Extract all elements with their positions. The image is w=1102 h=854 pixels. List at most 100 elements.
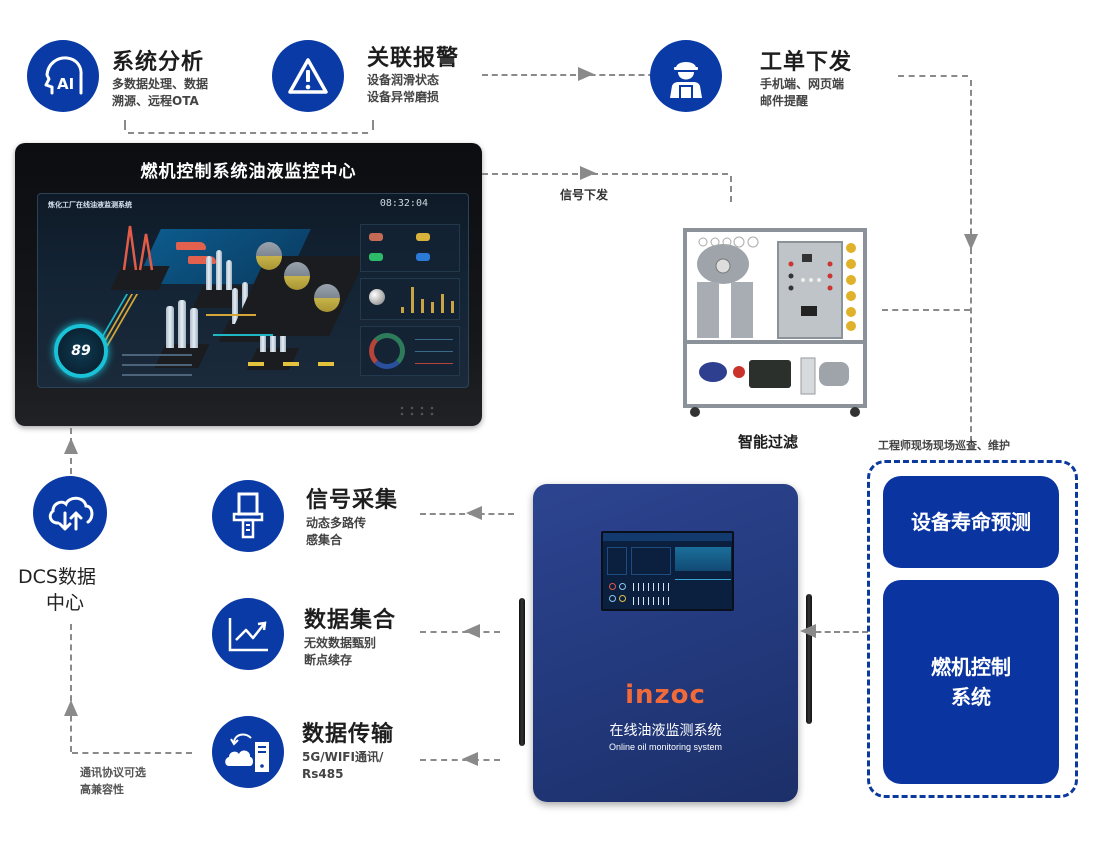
life-prediction-card: 设备寿命预测 xyxy=(883,476,1059,568)
data-row xyxy=(122,364,192,366)
gas-turbine-control-card: 燃机控制 系统 xyxy=(883,580,1059,784)
arrow-down-icon xyxy=(964,234,978,250)
bar xyxy=(431,302,434,313)
tower xyxy=(190,308,198,348)
value-chip xyxy=(318,362,334,366)
storage-tank xyxy=(284,262,310,290)
bar-chart-panel xyxy=(360,278,460,320)
bar xyxy=(411,287,414,313)
storage-tank xyxy=(256,242,282,270)
data-aggregate-line-1: 无效数据甄别 xyxy=(304,636,377,650)
dcs-label-line-2: 中心 xyxy=(46,592,85,614)
analysis-title: 系统分析 xyxy=(112,50,205,75)
signal-collect-line-2: 感集合 xyxy=(306,533,343,547)
connector-workorder-down xyxy=(970,80,972,442)
ship xyxy=(176,242,206,250)
connector-transfer-left xyxy=(72,752,192,754)
connector-alarm-to-workorder xyxy=(482,74,664,76)
arrow-left-icon xyxy=(466,506,482,520)
data-transfer-line-1: 5G/WIFI通讯/ xyxy=(302,750,384,764)
vessel-panel xyxy=(360,224,460,272)
bracket-left xyxy=(124,120,126,130)
device-name-cn: 在线油液监测系统 xyxy=(609,723,722,739)
connector-device-to-aggregate xyxy=(420,631,500,633)
value-chip xyxy=(248,362,264,366)
tower xyxy=(178,300,186,348)
arrow-right-icon xyxy=(578,67,594,81)
data-transfer-title: 数据传输 xyxy=(302,722,395,747)
bar xyxy=(441,294,444,313)
ship xyxy=(188,256,216,264)
smart-filter-machine xyxy=(683,222,868,420)
oil-monitoring-device: inzoc 在线油液监测系统 Online oil monitoring sys… xyxy=(533,484,798,802)
arrow-left-icon xyxy=(800,624,816,638)
arrow-up-icon xyxy=(64,438,78,454)
monitor-title: 燃机控制系统油液监控中心 xyxy=(140,162,357,182)
arrow-right-icon xyxy=(580,166,596,180)
bar xyxy=(421,299,424,313)
dashboard-screen: 炼化工厂在线油液监测系统 08:32:04 xyxy=(37,193,469,388)
work-order-line-2: 邮件提醒 xyxy=(760,94,809,108)
protocol-label-line-1: 通讯协议可选 xyxy=(80,766,146,779)
dashboard-clock: 08:32:04 xyxy=(379,198,428,209)
control-system-group xyxy=(867,460,1078,798)
antenna-left xyxy=(519,598,525,746)
storage-tank xyxy=(314,284,340,312)
connector-transfer-up xyxy=(70,624,72,752)
tower xyxy=(232,288,238,324)
connector-workorder-right xyxy=(898,75,968,77)
protocol-label-line-2: 高兼容性 xyxy=(80,783,124,796)
data-aggregate-title: 数据集合 xyxy=(304,608,397,633)
bracket-bottom xyxy=(128,132,368,134)
tower xyxy=(226,260,232,290)
smart-filter-label: 智能过滤 xyxy=(738,433,799,451)
pipeline xyxy=(213,334,273,336)
signal-collect-title: 信号采集 xyxy=(306,488,399,513)
sensor-probe-icon xyxy=(212,480,284,552)
health-gauge: 89 xyxy=(54,324,108,378)
warning-triangle-icon xyxy=(272,40,344,112)
crane-icon xyxy=(122,225,154,271)
pipeline xyxy=(206,314,256,316)
connector-signal-send xyxy=(482,173,728,175)
dcs-label-line-1: DCS数据 xyxy=(18,566,96,588)
monitoring-center-display: 燃机控制系统油液监控中心 炼化工厂在线油液监测系统 08:32:04 xyxy=(15,143,482,426)
connector-signal-send-down xyxy=(730,176,732,202)
svg-text:AI: AI xyxy=(57,75,74,93)
bar xyxy=(401,307,404,313)
alarm-line-1: 设备润滑状态 xyxy=(367,73,440,87)
connector-device-to-transfer xyxy=(420,759,500,761)
work-order-line-1: 手机端、网页端 xyxy=(760,77,845,91)
worker-icon xyxy=(650,40,722,112)
bar xyxy=(451,301,454,313)
engineer-label: 工程师现场现场巡查、维护 xyxy=(878,439,1010,452)
arrow-left-icon xyxy=(464,624,480,638)
tower xyxy=(206,256,212,290)
alarm-title: 关联报警 xyxy=(367,46,460,71)
connector-group-to-device xyxy=(806,631,868,633)
antenna-right xyxy=(806,594,812,724)
speaker-grille xyxy=(397,405,437,417)
data-row xyxy=(122,354,192,356)
analysis-line-2: 溯源、远程OTA xyxy=(112,94,199,108)
work-order-title: 工单下发 xyxy=(760,50,853,75)
dashboard-header: 炼化工厂在线油液监测系统 xyxy=(48,201,132,209)
device-screen xyxy=(601,531,734,611)
control-card-line-2: 系统 xyxy=(951,685,991,709)
data-row xyxy=(122,374,192,376)
control-card-line-1: 燃机控制 xyxy=(931,655,1011,679)
arrow-up-icon xyxy=(64,700,78,716)
arrow-left-icon xyxy=(462,752,478,766)
tower xyxy=(216,250,222,290)
cloud-server-icon xyxy=(212,716,284,788)
bracket-right xyxy=(372,120,374,130)
signal-collect-line-1: 动态多路传 xyxy=(306,516,367,530)
cloud-sync-icon xyxy=(33,476,107,550)
data-aggregate-line-2: 断点续存 xyxy=(304,653,353,667)
connector-filter-right xyxy=(882,309,970,311)
trend-chart-icon xyxy=(212,598,284,670)
tower xyxy=(166,306,174,348)
inzoc-logo: inzoc xyxy=(625,680,706,710)
ring-chart-panel xyxy=(360,326,460,376)
analysis-line-1: 多数据处理、数据 xyxy=(112,77,209,91)
